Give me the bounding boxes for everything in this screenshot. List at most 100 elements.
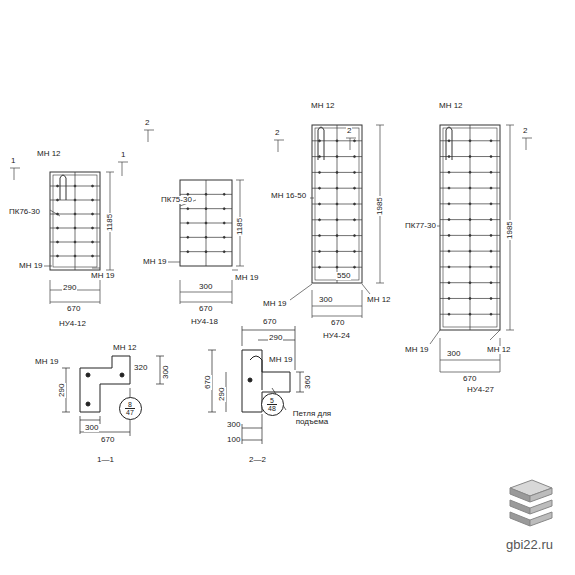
dimension-line (106, 172, 114, 270)
bar-dot (490, 156, 492, 158)
callout-number: 48 (267, 404, 277, 412)
bar-dot (490, 282, 492, 284)
mark-label: МН 12 (438, 102, 464, 110)
stirrup-bar (50, 200, 100, 201)
bar-dot (448, 156, 450, 158)
bar-dot (205, 251, 207, 253)
bar-dot (319, 219, 321, 221)
stirrup-bar (180, 251, 232, 252)
bar-dot (448, 171, 450, 173)
stirrup-bar (312, 188, 362, 189)
bar-dot (319, 156, 321, 158)
bar-dot (57, 213, 59, 215)
dimension-line (440, 338, 500, 372)
bar-dot (354, 140, 356, 142)
bar-dot (319, 235, 321, 237)
bar-dot (336, 266, 338, 268)
dimension-label: 670 (462, 375, 477, 383)
logo-slab (510, 512, 530, 526)
section-number: 2 (144, 119, 150, 127)
bar-dot (336, 171, 338, 173)
bar-dot (336, 203, 338, 205)
stirrup-bar (180, 223, 232, 224)
section-mark (10, 162, 128, 180)
section-number: 2 (346, 127, 352, 135)
stirrup-bar (312, 267, 362, 268)
callout-number: 8 (127, 401, 133, 408)
bar-dot (92, 213, 94, 215)
dimension-line (506, 125, 514, 330)
stirrup-bar (440, 188, 500, 189)
bar-dot (57, 227, 59, 229)
bar-dot (354, 187, 356, 189)
dimension-label: 300 (318, 296, 333, 304)
bar-dot (469, 313, 471, 315)
vertical-bar (206, 180, 207, 266)
bar-dot (92, 185, 94, 187)
leader-line (44, 262, 500, 344)
bar-dot (490, 297, 492, 299)
stirrup-bar (50, 242, 100, 243)
logo-slab (530, 500, 552, 514)
logo-slab (530, 512, 552, 526)
section-2-2 (208, 326, 304, 444)
bar-dot (448, 297, 450, 299)
bar-dot (120, 373, 124, 377)
bar-dot (74, 185, 76, 187)
bar-dot (469, 140, 471, 142)
mark-label: МН 12 (112, 344, 138, 352)
dimension-label: 290 (58, 383, 66, 398)
dimension-line (376, 125, 384, 283)
callout-number: 47 (125, 408, 135, 416)
bar-dot (86, 373, 90, 377)
bar-dot (74, 255, 76, 257)
bar-dot (490, 250, 492, 252)
bar-dot (57, 199, 59, 201)
stirrup-bar (180, 194, 232, 195)
bar-dot (86, 402, 90, 406)
bar-dot (469, 250, 471, 252)
callout-number: 5 (269, 397, 275, 404)
dimension-label: 320 (133, 364, 148, 372)
bar-dot (354, 219, 356, 221)
bar-dot (57, 241, 59, 243)
bar-dot (319, 266, 321, 268)
lifting-loop (446, 127, 452, 160)
bar-dot (469, 297, 471, 299)
bar-dot (448, 313, 450, 315)
bar-dot (223, 193, 225, 195)
mark-label: МН 19 (234, 274, 260, 282)
dimension-label: 670 (330, 319, 345, 327)
dimension-line (62, 356, 164, 436)
callout-circle: 847 (119, 397, 142, 420)
stirrup-bar (440, 314, 500, 315)
bar-dot (223, 236, 225, 238)
dimension-label: 290 (218, 387, 226, 402)
stirrup-bar (312, 204, 362, 205)
stirrup-bar (312, 219, 362, 220)
section-title: 1—1 (96, 456, 115, 464)
dimension-line (50, 280, 100, 304)
bar-dot (490, 234, 492, 236)
mark-label: МН 19 (90, 272, 116, 280)
bar-dot (490, 219, 492, 221)
dimension-label: 670 (204, 375, 212, 390)
bar-dot (469, 219, 471, 221)
bar-dot (336, 219, 338, 221)
bar-dot (205, 208, 207, 210)
mark-label: ПК77-30 (404, 222, 437, 230)
bar-dot (448, 219, 450, 221)
dimension-label: 300 (84, 424, 99, 432)
bar-dot (490, 313, 492, 315)
dimension-label: 300 (446, 350, 461, 358)
mark-label: МН 19 (404, 346, 430, 354)
dimension-label: 1185 (236, 217, 244, 236)
bar-dot (205, 222, 207, 224)
stirrup-bar (50, 214, 100, 215)
vertical-bar (75, 172, 76, 270)
bar-dot (490, 266, 492, 268)
stirrup-bar (50, 186, 100, 187)
logo-slab (510, 500, 530, 514)
